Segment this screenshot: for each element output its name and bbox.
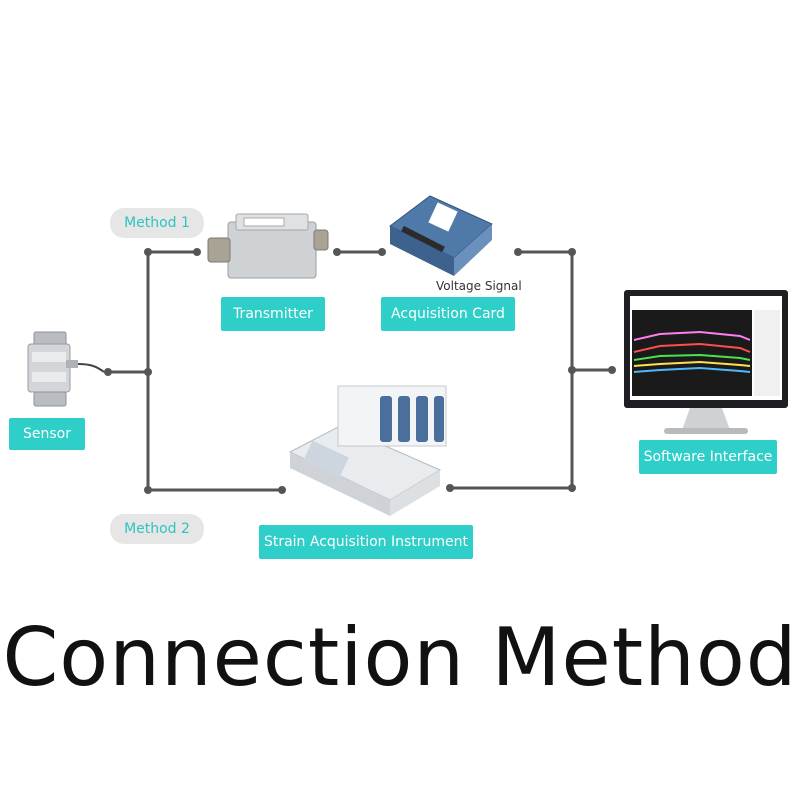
connector-dot — [333, 248, 341, 256]
strain-instrument-image — [288, 385, 447, 516]
acquisition-card-image — [389, 195, 493, 276]
connector-dot — [514, 248, 522, 256]
strain-instrument-label: Strain Acquisition Instrument — [259, 525, 473, 559]
connector-dot — [568, 248, 576, 256]
connector-dot — [144, 368, 152, 376]
connector-dot — [568, 484, 576, 492]
connector-dot — [144, 486, 152, 494]
transmitter-label: Transmitter — [221, 297, 325, 331]
sensor-label: Sensor — [9, 418, 85, 450]
connector-dot — [446, 484, 454, 492]
connector-dot — [144, 248, 152, 256]
monitor-image — [624, 290, 788, 434]
transmitter-image — [207, 213, 329, 279]
acquisition-card-label: Acquisition Card — [381, 297, 515, 331]
connector-dot — [193, 248, 201, 256]
page-title: Connection Method — [2, 611, 798, 704]
connector-dots — [104, 248, 616, 494]
software-interface-label: Software Interface — [639, 440, 777, 474]
connector-dot — [278, 486, 286, 494]
sensor-image — [27, 331, 105, 407]
connector-dot — [568, 366, 576, 374]
connector-dot — [104, 368, 112, 376]
connector-dot — [378, 248, 386, 256]
method-1-pill: Method 1 — [110, 208, 204, 238]
connector-dot — [608, 366, 616, 374]
voltage-signal-label: Voltage Signal — [436, 279, 522, 293]
connector-lines — [108, 250, 612, 492]
method-2-pill: Method 2 — [110, 514, 204, 544]
